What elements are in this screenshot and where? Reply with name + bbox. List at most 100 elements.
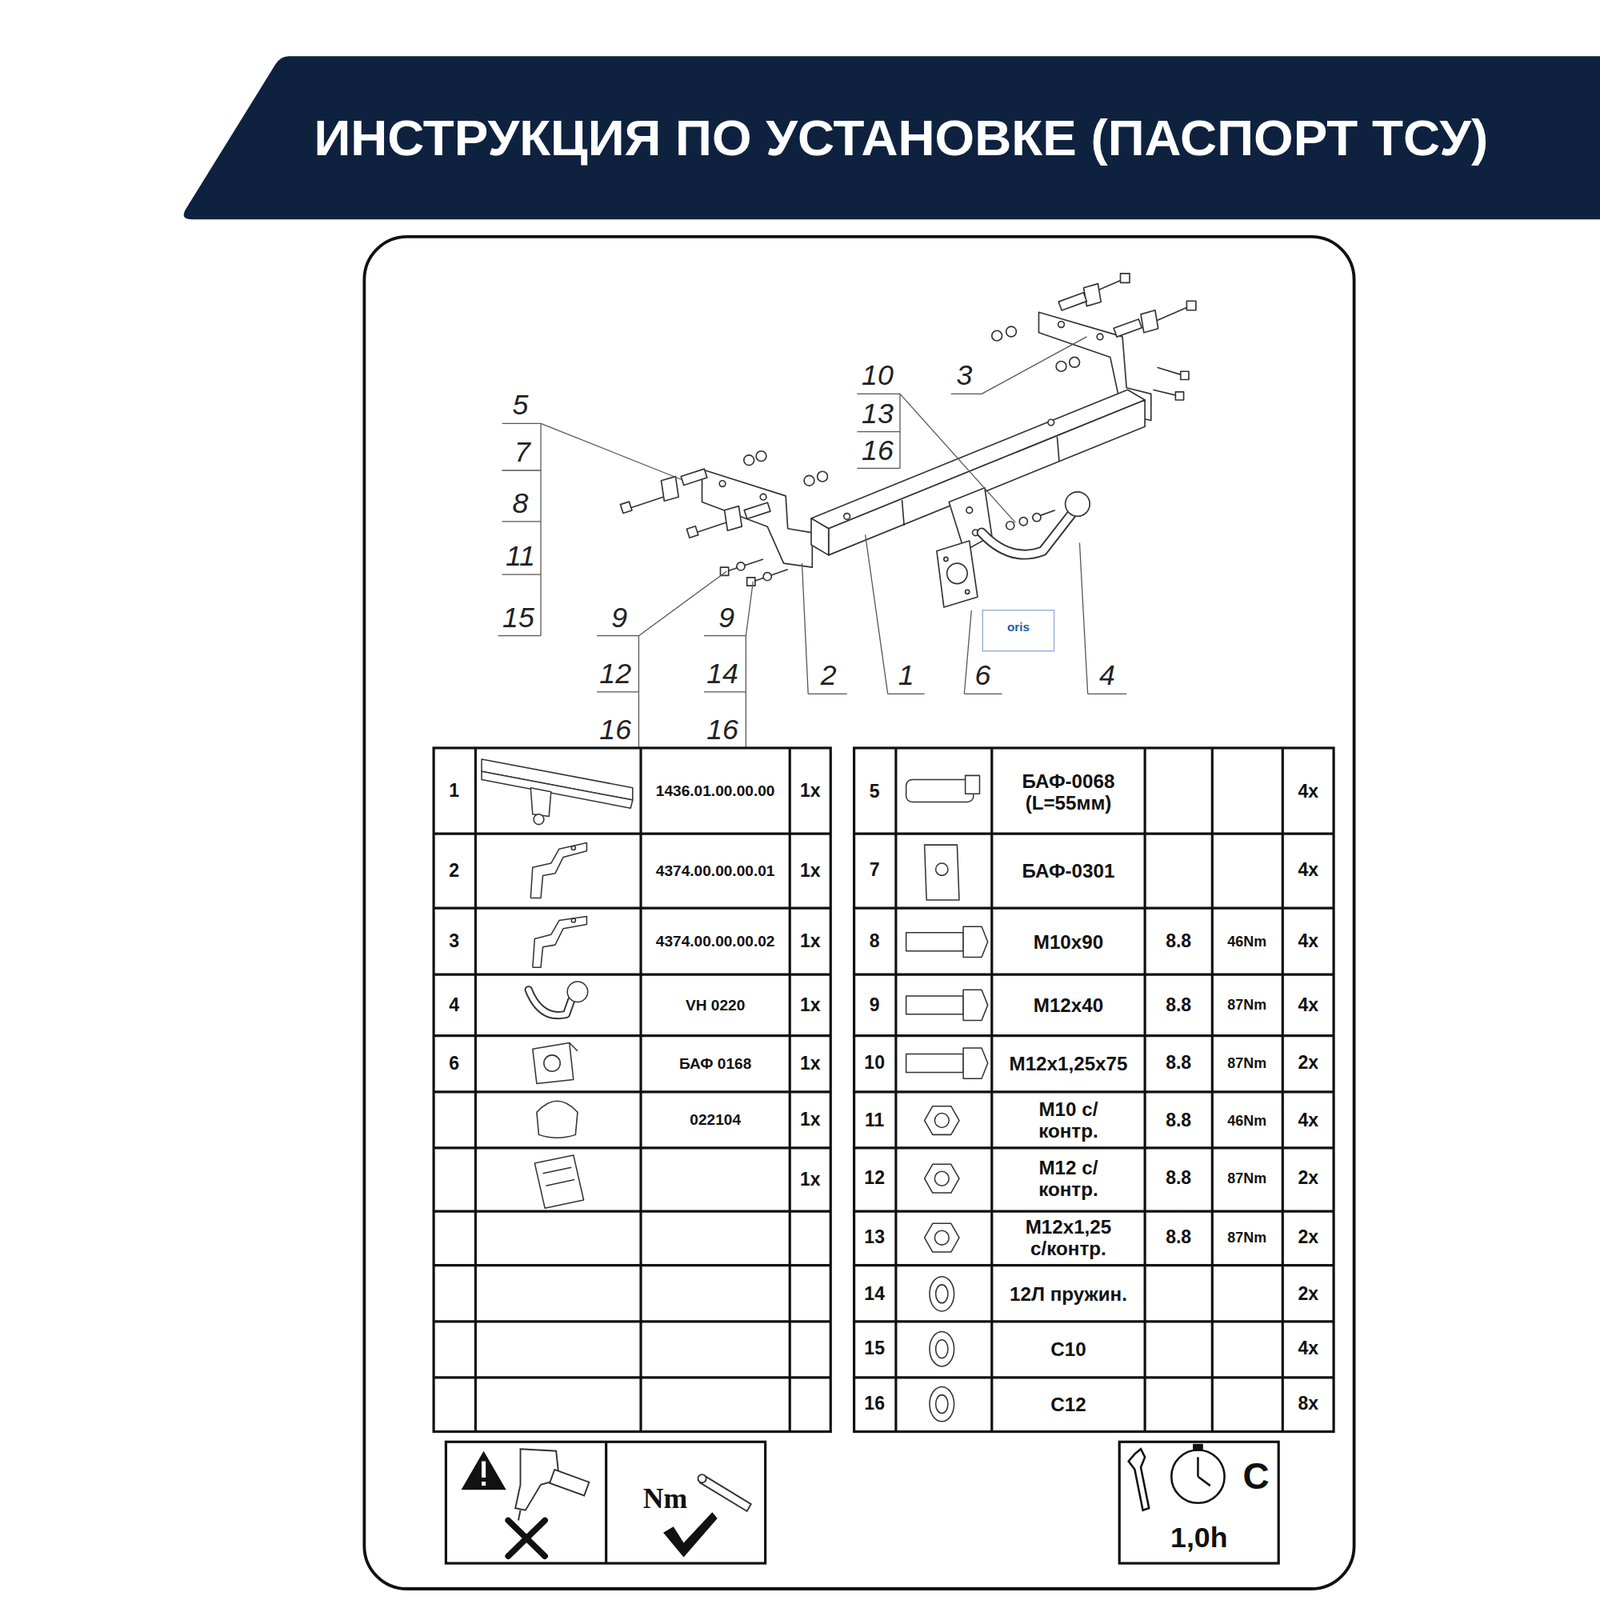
time-icon-part bbox=[1196, 1456, 1200, 1476]
towbar-drawing-part bbox=[1084, 284, 1102, 307]
parts-table-grid-part bbox=[433, 1146, 831, 1149]
table-cell: 10 bbox=[855, 1052, 895, 1074]
table-part-sketches-part bbox=[571, 845, 576, 850]
table-cell: 87Nm bbox=[1214, 1055, 1280, 1072]
callout-number: 3 bbox=[941, 359, 987, 392]
towbar-drawing-part bbox=[736, 562, 745, 571]
towbar-drawing-part bbox=[817, 471, 828, 482]
parts-table-grid-part bbox=[433, 1320, 831, 1323]
towbar-drawing-part bbox=[1056, 436, 1060, 462]
towbar-drawing-part bbox=[844, 513, 851, 520]
callout-number: 7 bbox=[500, 436, 545, 468]
parts-table-grid-part bbox=[1144, 748, 1147, 1432]
parts-table-grid-part bbox=[854, 1146, 1334, 1149]
parts-table-grid-part bbox=[854, 973, 1334, 976]
table-cell: 022104 bbox=[641, 1111, 789, 1128]
towbar-drawing-part bbox=[661, 476, 680, 502]
leader-lines-part bbox=[540, 423, 541, 636]
callout-number: 6 bbox=[960, 659, 1005, 692]
table-cell: 87Nm bbox=[1214, 1170, 1280, 1187]
table-cell: 8.8 bbox=[1148, 931, 1210, 952]
icon-text: C bbox=[1236, 1456, 1277, 1497]
table-part-sketches-part bbox=[532, 1043, 574, 1084]
leader-lines-part bbox=[856, 468, 900, 469]
towbar-drawing-part bbox=[944, 556, 948, 561]
table-cell: 9 bbox=[855, 995, 895, 1016]
impact-wrench-icon-part bbox=[549, 1469, 589, 1496]
impact-wrench-icon-part bbox=[518, 1510, 521, 1521]
check-mark bbox=[663, 1512, 718, 1557]
leader-lines-part bbox=[951, 393, 982, 395]
leader-lines-part bbox=[745, 581, 753, 636]
callout-number: 16 bbox=[592, 713, 638, 746]
parts-table-grid-part bbox=[1281, 748, 1284, 1432]
towbar-drawing-part bbox=[702, 469, 813, 568]
table-part-sketches-part bbox=[536, 1100, 578, 1138]
table-cell: 1x bbox=[791, 860, 831, 882]
parts-table-grid-part bbox=[433, 832, 831, 835]
towbar-drawing-part bbox=[696, 522, 727, 533]
callout-number: 12 bbox=[592, 657, 638, 690]
table-cell: 1x bbox=[791, 995, 831, 1016]
callout-number: 10 bbox=[855, 359, 900, 392]
leader-lines-part bbox=[865, 534, 888, 694]
icon-text: 1,0h bbox=[1143, 1521, 1256, 1554]
table-cell: M12x40 bbox=[996, 994, 1140, 1016]
table-cell: 13 bbox=[855, 1227, 895, 1248]
table-part-sketches-part bbox=[906, 779, 974, 802]
parts-table-grid-part bbox=[433, 907, 831, 910]
table-part-sketches-part bbox=[544, 1055, 560, 1072]
header-band bbox=[184, 56, 1600, 220]
table-part-sketches-part bbox=[936, 1284, 948, 1304]
towbar-drawing-part bbox=[804, 475, 815, 486]
towbar-drawing-part bbox=[724, 506, 743, 532]
towbar-drawing-part bbox=[1186, 300, 1196, 310]
leader-lines-part bbox=[981, 336, 1087, 394]
towbar-drawing-part bbox=[1058, 321, 1065, 328]
table-cell: 8.8 bbox=[1148, 1168, 1210, 1189]
towbar-drawing-part bbox=[1056, 361, 1067, 372]
table-cell: 8 bbox=[855, 931, 895, 952]
table-cell: 1x bbox=[791, 1109, 831, 1131]
towbar-drawing-part bbox=[1096, 333, 1104, 340]
parts-table-grid-part bbox=[433, 1090, 831, 1093]
table-part-sketches-part bbox=[530, 843, 587, 899]
table-cell: 2x bbox=[1284, 1052, 1332, 1074]
callout-number: 9 bbox=[596, 601, 642, 634]
leader-lines-part bbox=[1088, 693, 1127, 695]
prohibited-cross-part bbox=[508, 1520, 545, 1557]
table-cell: БАФ 0168 bbox=[641, 1055, 789, 1072]
warning-icon-part bbox=[481, 1481, 486, 1486]
instruction-icons-part bbox=[445, 1441, 765, 1564]
frame-part bbox=[364, 236, 1354, 1589]
table-part-sketches-part bbox=[906, 996, 964, 1015]
towbar-drawing-part bbox=[1156, 367, 1184, 376]
leader-lines-part bbox=[964, 693, 1002, 695]
towbar-drawing-part bbox=[1113, 319, 1142, 337]
table-part-sketches-part bbox=[528, 989, 572, 1016]
towbar-drawing-part bbox=[1032, 513, 1041, 522]
callout-number: 11 bbox=[497, 540, 543, 572]
leader-lines-part bbox=[497, 635, 541, 636]
towbar-drawing-part bbox=[747, 577, 756, 586]
leader-lines-part bbox=[856, 393, 900, 395]
towbar-drawing-part bbox=[1006, 521, 1015, 530]
towbar-drawing-part bbox=[947, 563, 968, 584]
table-cell: 4x bbox=[1284, 931, 1332, 952]
table-cell: 4374.00.00.00.02 bbox=[641, 932, 789, 950]
logo-box: oris bbox=[982, 610, 1054, 652]
table-cell: 8x bbox=[1284, 1393, 1332, 1415]
callout-number: 4 bbox=[1084, 659, 1130, 692]
parts-table-grid-part bbox=[854, 832, 1334, 835]
towbar-drawing-part bbox=[1006, 326, 1017, 337]
table-cell: M10x90 bbox=[996, 931, 1140, 953]
table-part-sketches-part bbox=[532, 916, 588, 968]
leader-lines-part bbox=[596, 635, 639, 636]
towbar-drawing-part bbox=[992, 330, 1003, 341]
towbar-drawing-part bbox=[965, 589, 970, 594]
parts-table-grid-part bbox=[1211, 748, 1214, 1432]
table-cell: 4 bbox=[436, 995, 473, 1016]
towbar-drawing-part bbox=[1140, 310, 1159, 333]
table-part-sketches-part bbox=[963, 1048, 988, 1079]
leader-lines-part bbox=[596, 691, 639, 692]
